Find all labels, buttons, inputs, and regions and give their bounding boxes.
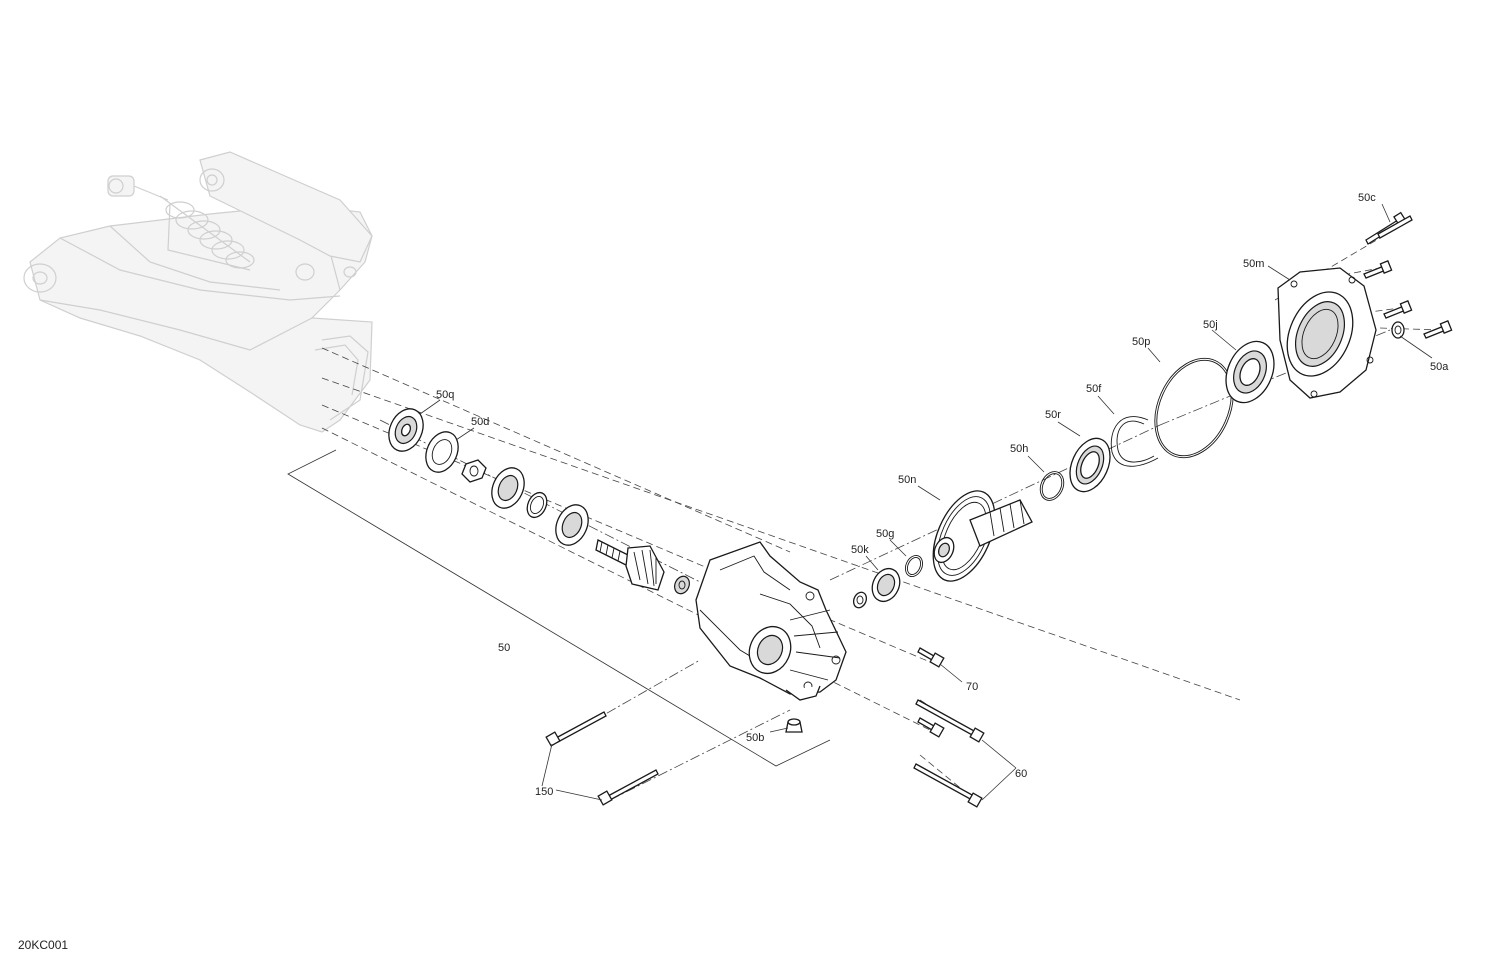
shock-absorber-ghost: [107, 175, 255, 271]
bushing-small: [852, 591, 868, 609]
label-50a: 50a: [1430, 361, 1449, 373]
bolt-70: [917, 647, 945, 668]
pinion-bearing-inner: [555, 504, 589, 546]
label-60: 60: [1015, 768, 1027, 780]
label-50q: 50q: [436, 389, 454, 401]
label-50b: 50b: [746, 732, 764, 744]
label-50f: 50f: [1086, 383, 1102, 395]
final-drive-housing: [695, 541, 847, 701]
cover-50m: [1277, 267, 1377, 399]
label-150: 150: [535, 786, 553, 798]
ring-gear-50n: [932, 490, 1033, 582]
callout-labels: 50c 50m 50j 50p 50a 50f 50r 50h 50n 50g …: [436, 192, 1449, 798]
bearing-50k: [871, 567, 901, 603]
bolts-60: [913, 699, 985, 808]
circlip-50g: [904, 554, 924, 578]
bearing-50j: [1225, 340, 1275, 404]
drain-plug-50b: [785, 718, 803, 733]
label-50d: 50d: [471, 416, 489, 428]
pinion-gear-shaft: [595, 539, 665, 591]
label-50k: 50k: [851, 544, 869, 556]
needle-bearing: [674, 575, 690, 595]
leader-lines: [419, 203, 1433, 801]
label-50r: 50r: [1045, 409, 1061, 421]
snap-ring-50h: [1039, 471, 1065, 501]
pinion-bearing-outer: [491, 467, 525, 509]
swing-arm-ghost: [23, 151, 373, 433]
o-ring-50p: [1154, 357, 1234, 459]
assembly-guide-lines: [321, 237, 1441, 801]
label-70: 70: [966, 681, 978, 693]
nut-50d: [425, 431, 459, 473]
oil-seal-50r: [1069, 437, 1111, 493]
label-50p: 50p: [1132, 336, 1150, 348]
assembly-50-bracket: [287, 449, 831, 767]
label-50: 50: [498, 642, 510, 654]
label-50c: 50c: [1358, 192, 1376, 204]
bolts-50c: [1363, 211, 1453, 339]
label-50n: 50n: [898, 474, 916, 486]
spacer-ring: [526, 491, 548, 519]
oil-seal-50q: [388, 408, 424, 452]
label-50g: 50g: [876, 528, 894, 540]
plug-50a: [1391, 321, 1405, 339]
label-50j: 50j: [1203, 319, 1218, 331]
hex-nut: [461, 459, 487, 483]
retaining-ring-50f: [1110, 416, 1159, 467]
label-50m: 50m: [1243, 258, 1264, 270]
drawing-code: 20KC001: [18, 938, 69, 952]
bolts-150: [545, 711, 659, 806]
label-50h: 50h: [1010, 443, 1028, 455]
